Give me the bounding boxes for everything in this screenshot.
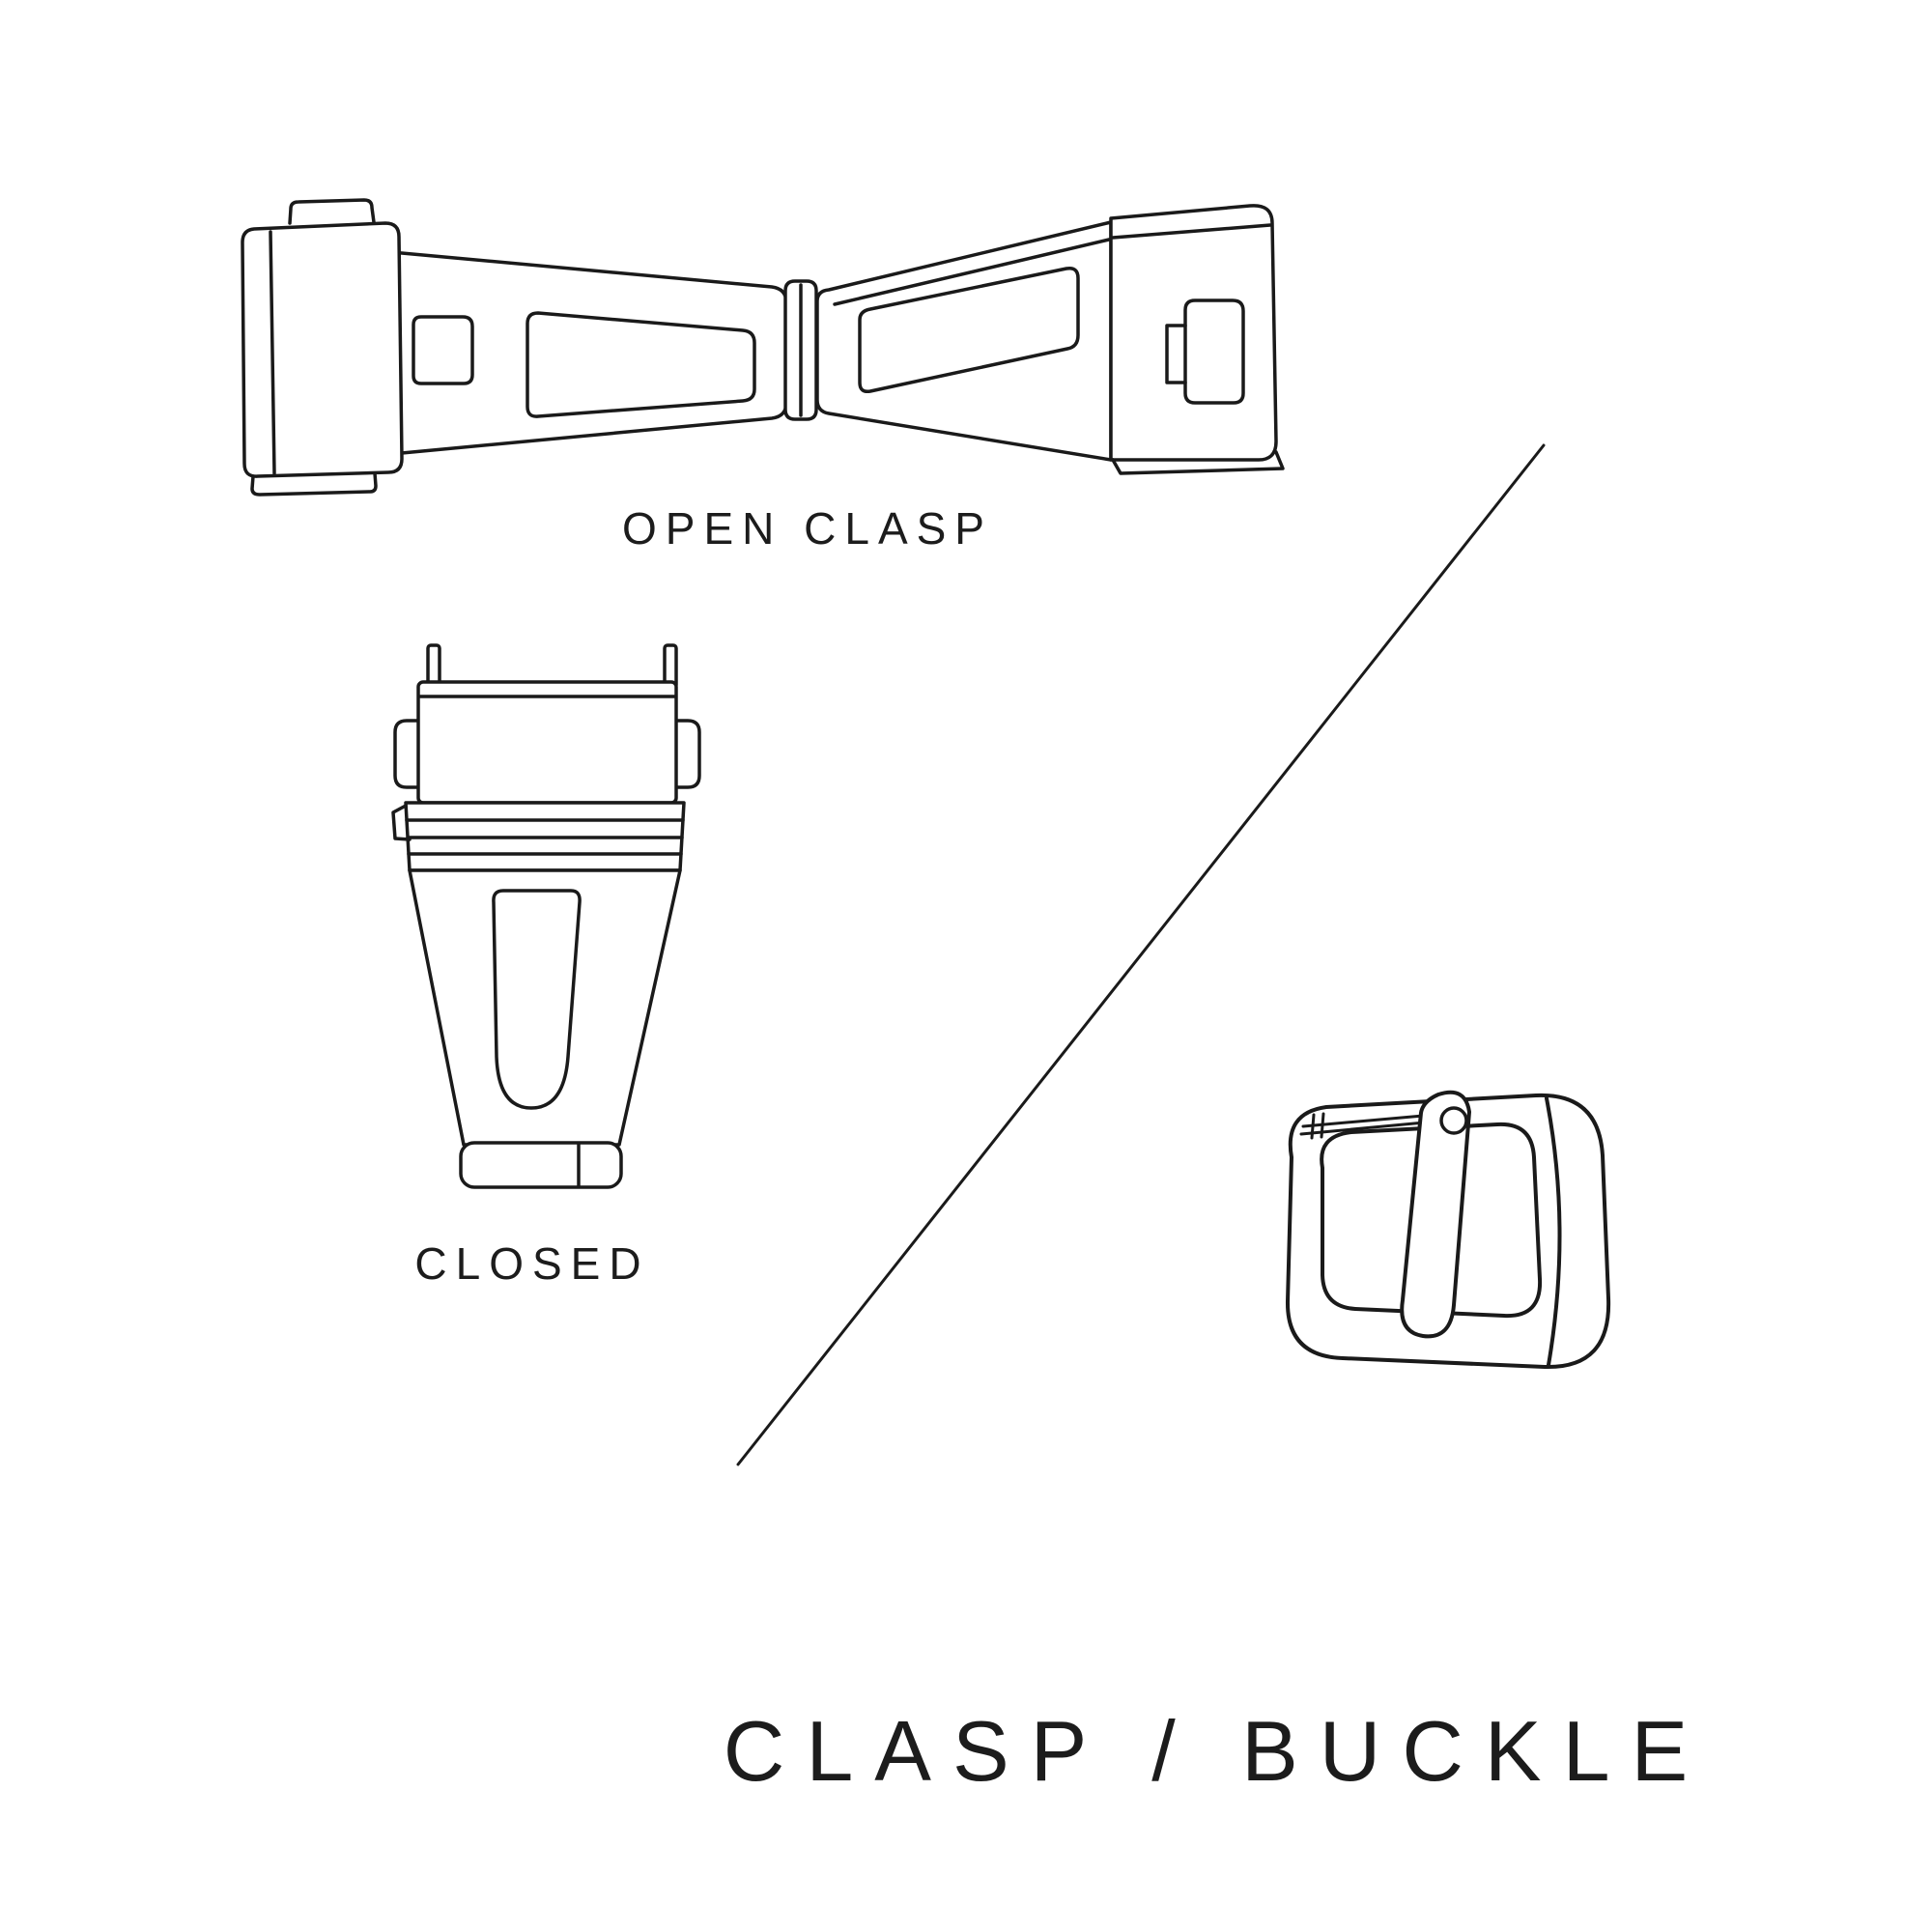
buckle-prong-loop bbox=[1439, 1106, 1468, 1135]
diagonal-divider bbox=[736, 443, 1546, 1466]
buckle-illustration bbox=[1285, 1090, 1611, 1370]
open-clasp-left-block-bottom-tab bbox=[250, 471, 378, 497]
open-clasp-left-window bbox=[526, 311, 756, 418]
closed-clasp-band-left-notch bbox=[391, 804, 412, 841]
open-clasp-right-blade-plate-line bbox=[833, 238, 1111, 306]
closed-clasp-body-slot bbox=[492, 889, 582, 1110]
open-clasp-right-block bbox=[1109, 204, 1278, 462]
buckle-pin-coil bbox=[1310, 1112, 1325, 1140]
closed-clasp-band-lines bbox=[405, 818, 685, 856]
open-clasp-right-block-cutout bbox=[1183, 298, 1245, 405]
closed-clasp-right-ear bbox=[672, 719, 701, 789]
closed-clasp-foot bbox=[459, 1141, 623, 1189]
open-clasp-right-window bbox=[858, 266, 1080, 394]
open-clasp-left-block-fold-line bbox=[269, 230, 276, 475]
page-title: CLASP / BUCKLE bbox=[723, 1703, 1710, 1799]
open-clasp-left-blade bbox=[389, 251, 788, 455]
open-clasp-pusher-notch bbox=[412, 315, 474, 385]
closed-clasp-left-ear bbox=[393, 719, 423, 789]
buckle-prong bbox=[1400, 1090, 1471, 1339]
closed-clasp-label: CLOSED bbox=[414, 1238, 650, 1289]
open-clasp-label: OPEN CLASP bbox=[622, 503, 993, 554]
closed-clasp-top-box bbox=[416, 680, 678, 805]
open-clasp-left-block-top-tab bbox=[288, 198, 376, 225]
open-clasp-right-block-bottom-lip bbox=[1111, 450, 1285, 475]
buckle-opening bbox=[1320, 1122, 1543, 1319]
open-clasp-left-block bbox=[241, 221, 404, 478]
open-clasp-right-block-top-line bbox=[1111, 223, 1272, 240]
open-clasp-illustration bbox=[241, 198, 1285, 497]
closed-clasp-illustration bbox=[391, 643, 701, 1189]
closed-clasp-body bbox=[408, 868, 682, 1147]
buckle-right-bar-line bbox=[1545, 1096, 1562, 1367]
open-clasp-right-block-latch-step bbox=[1165, 324, 1187, 384]
